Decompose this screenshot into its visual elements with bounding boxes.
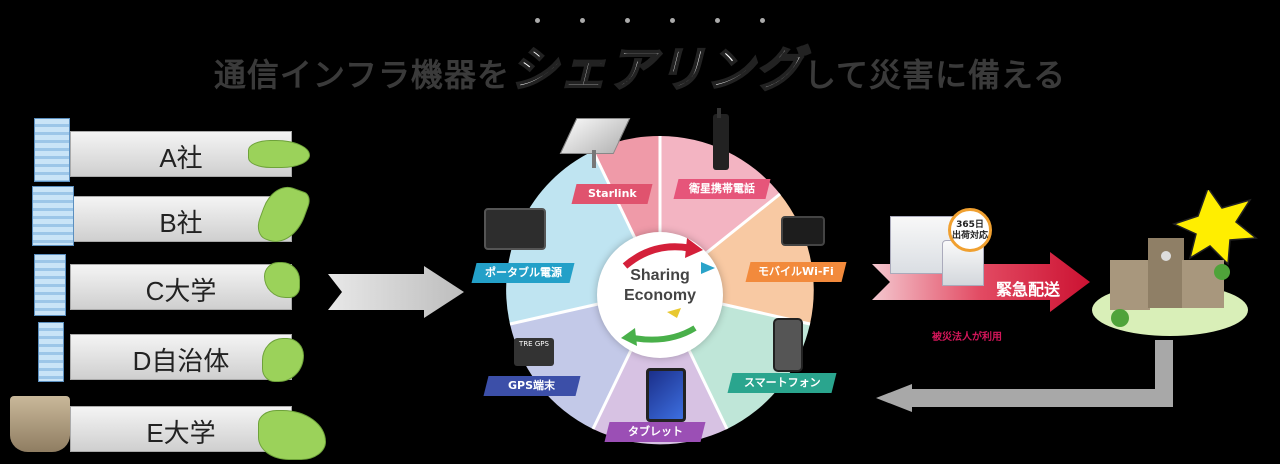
tablet-icon [646, 368, 686, 422]
tag-portable-power: ポータブル電源 [471, 263, 575, 283]
tag-gps-device: GPS端末 [483, 376, 581, 396]
organization-d: D自治体 [70, 334, 292, 380]
prefecture-map-icon [258, 410, 326, 460]
wheel-segment [593, 290, 727, 445]
organization-label: C大学 [145, 276, 217, 306]
share-flow-arrow [328, 266, 464, 318]
gps-device-text: TRE GPS [519, 340, 549, 348]
center-line-2: Economy [623, 287, 696, 304]
office-building-icon [34, 118, 70, 182]
organization-label: A社 [159, 143, 203, 173]
satellite-phone-icon [713, 114, 729, 170]
organization-label: E大学 [146, 418, 216, 448]
badge-line-1: 365日 [956, 220, 984, 230]
page-title: 通信インフラ機器をシェアリングして災害に備える [0, 30, 1280, 100]
campus-building-icon [10, 396, 70, 452]
emphasis-dots [535, 18, 765, 23]
disaster-user-note: 被災法人が利用 [932, 332, 1002, 343]
return-flow-arrow [876, 340, 1173, 412]
university-building-icon [34, 254, 66, 316]
phone-antenna-icon [717, 108, 721, 118]
prefecture-map-icon [262, 338, 304, 382]
badge-line-2: 出荷対応 [951, 231, 988, 241]
disaster-site-building-icon [1092, 190, 1258, 336]
smartphone-icon [773, 318, 803, 372]
tag-smartphone: スマートフォン [727, 373, 837, 393]
title-before: 通信インフラ機器を [213, 56, 510, 94]
prefecture-map-icon [248, 140, 310, 168]
tag-starlink: Starlink [571, 184, 653, 204]
tag-mobile-wifi: モバイルWi-Fi [745, 262, 847, 282]
dish-stand-icon [592, 150, 596, 168]
office-building-icon [32, 186, 74, 246]
organization-b: B社 [70, 196, 292, 242]
organization-e: E大学 [70, 406, 292, 452]
title-emphasis: シェアリング [509, 41, 804, 99]
title-after: して災害に備える [803, 56, 1067, 94]
city-hall-building-icon [38, 322, 64, 382]
explosion-burst-icon [1171, 190, 1258, 266]
mobile-wifi-router-icon [781, 216, 825, 246]
gps-device-icon: TRE GPS [514, 338, 554, 366]
prefecture-map-icon [264, 262, 300, 298]
portable-power-station-icon [484, 208, 546, 250]
tag-satellite-phone: 衛星携帯電話 [673, 179, 771, 199]
tag-tablet: タブレット [604, 422, 706, 442]
organization-c: C大学 [70, 264, 292, 310]
shipping-365-badge: 365日 出荷対応 [948, 208, 992, 252]
organization-label: D自治体 [132, 346, 230, 376]
emergency-delivery-label: 緊急配送 [996, 280, 1061, 299]
organization-label: B社 [159, 208, 203, 238]
sharing-economy-label: Sharing Economy [597, 266, 723, 306]
sharing-economy-hub: Sharing Economy [597, 232, 723, 358]
center-line-1: Sharing [630, 267, 690, 284]
cycle-arrows-icon [621, 238, 715, 346]
